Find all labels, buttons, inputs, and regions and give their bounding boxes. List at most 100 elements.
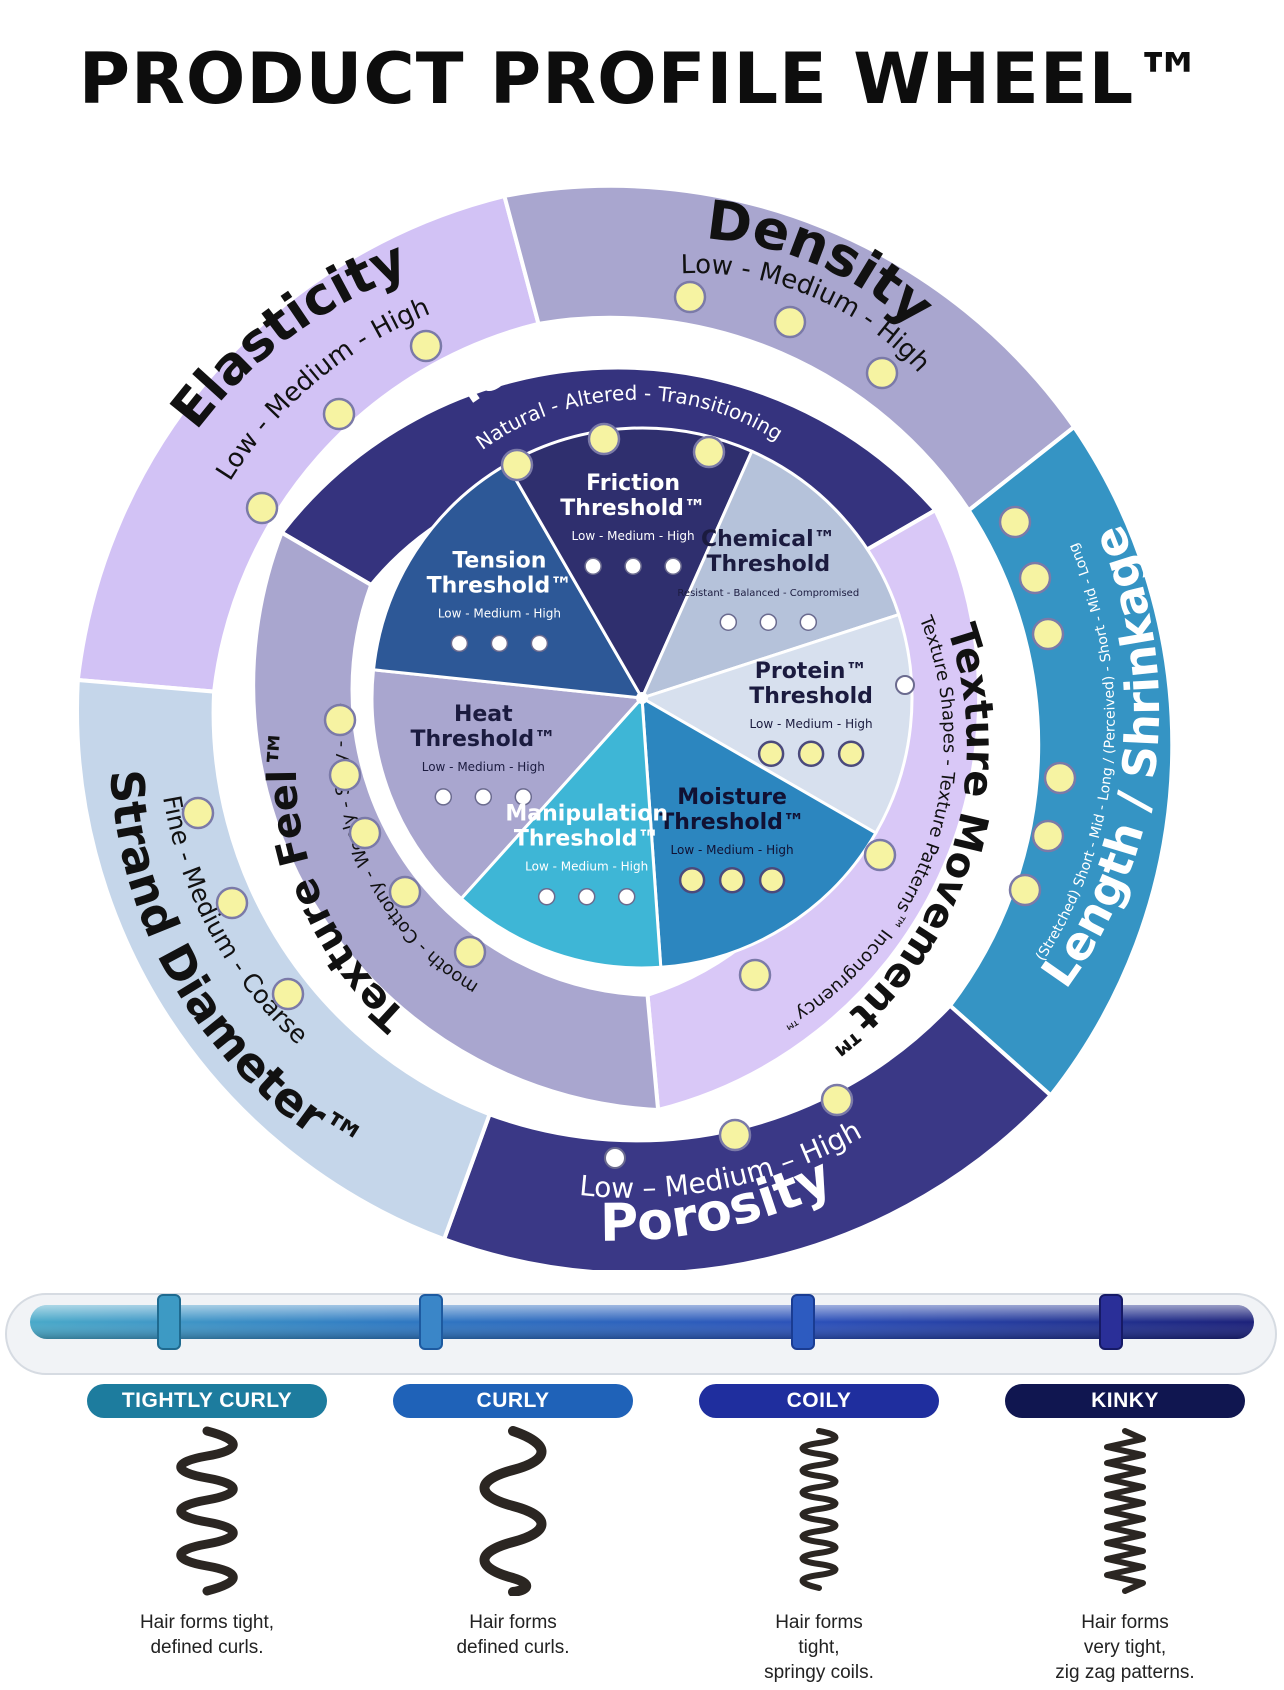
tightly-curly-coil-icon — [176, 1426, 238, 1596]
hair-type-kinky: KINKY Hair forms very tight, zig zag pat… — [995, 1384, 1255, 1685]
inner-slice-title: Chemical™ — [701, 527, 836, 552]
inner-slice-dot[interactable] — [490, 634, 509, 653]
dot-density-medium[interactable] — [773, 305, 807, 339]
inner-slice-title: Manipulation — [505, 802, 668, 827]
inner-slice-dot[interactable] — [514, 788, 533, 806]
dot-texture-movement-2[interactable] — [738, 958, 772, 992]
inner-slice-tension — [371, 462, 645, 700]
scale-bar-marker-3[interactable] — [791, 1294, 815, 1350]
hair-type-coily: COILY Hair forms tight, springy coils. — [689, 1384, 949, 1685]
dot-length-5[interactable] — [1031, 819, 1065, 853]
hair-type-description: Hair forms defined curls. — [456, 1612, 570, 1658]
inner-slice-dot[interactable] — [757, 740, 785, 768]
scale-bar-marker-1[interactable] — [157, 1294, 181, 1350]
dot-length-2[interactable] — [1018, 561, 1052, 595]
inner-slice-dot[interactable] — [797, 740, 825, 768]
inner-slice-dot[interactable] — [584, 557, 602, 575]
dot-density-high[interactable] — [865, 356, 899, 390]
dot-length-3[interactable] — [1031, 617, 1065, 651]
dot-length-6[interactable] — [1008, 873, 1042, 907]
inner-slice-dot[interactable] — [759, 613, 778, 631]
inner-slice-dot[interactable] — [577, 887, 596, 906]
dot-texture-movement-3[interactable] — [895, 675, 915, 695]
inner-slice-dot[interactable] — [434, 788, 453, 806]
dot-texture-feel-smooth[interactable] — [453, 935, 487, 969]
dot-elasticity-medium[interactable] — [322, 397, 356, 431]
dot-texture-state-natural[interactable] — [500, 448, 534, 482]
inner-slice-title: Friction — [586, 471, 680, 496]
inner-slice-title: Threshold — [749, 684, 873, 709]
dots-texture-movement — [738, 675, 915, 992]
dot-porosity-medium[interactable] — [718, 1118, 752, 1152]
hair-type-description: Hair forms tight, defined curls. — [139, 1612, 275, 1658]
dot-strand-coarse[interactable] — [271, 977, 305, 1011]
dot-texture-feel-wooly[interactable] — [348, 816, 382, 850]
inner-slice-dot[interactable] — [474, 788, 493, 806]
dots-density — [673, 280, 899, 390]
hair-type-label: CURLY — [393, 1384, 633, 1418]
inner-slice-dot[interactable] — [530, 634, 549, 653]
inner-slice-title: Threshold™ — [410, 727, 556, 752]
dot-elasticity-low[interactable] — [245, 491, 279, 525]
inner-slice-moisture — [640, 695, 878, 969]
dots-length-shrinkage — [998, 505, 1077, 907]
scale-bar-shine — [30, 1305, 1254, 1339]
inner-slice-scale: Low - Medium - High — [525, 860, 648, 874]
hair-type-description: Hair forms tight, springy coils. — [764, 1612, 874, 1683]
scale-bar-marker-4[interactable] — [1099, 1294, 1123, 1350]
inner-slice-dot[interactable] — [617, 887, 636, 906]
inner-slice-title: Protein™ — [755, 659, 868, 684]
coily-coil-icon — [799, 1428, 839, 1591]
segment-strand-diameter — [75, 677, 493, 1242]
inner-slice-dot[interactable] — [664, 557, 682, 575]
inner-slice-title: Heat — [454, 702, 513, 727]
inner-slice-scale: Low - Medium - High — [438, 606, 561, 620]
inner-slice-heat — [370, 668, 646, 901]
hair-type-label: COILY — [699, 1384, 939, 1418]
inner-slice-title: Threshold — [706, 552, 830, 577]
inner-slice-title: Threshold™ — [427, 573, 573, 598]
inner-slice-dot[interactable] — [837, 740, 865, 768]
dot-texture-movement-1[interactable] — [863, 838, 897, 872]
curly-coil-icon — [479, 1426, 547, 1596]
dot-porosity-low[interactable] — [604, 1147, 626, 1169]
dot-elasticity-high[interactable] — [409, 329, 443, 363]
inner-slice-dot[interactable] — [624, 557, 642, 575]
inner-slice-dot[interactable] — [799, 613, 818, 631]
dot-texture-feel-silky[interactable] — [328, 758, 362, 792]
inner-slice-dot[interactable] — [719, 613, 738, 631]
inner-slice-dot[interactable] — [678, 866, 706, 894]
inner-slice-title: Threshold™ — [560, 496, 706, 521]
dot-texture-feel-wiry[interactable] — [323, 703, 357, 737]
inner-slice-manipulation — [459, 694, 663, 970]
dot-texture-state-altered[interactable] — [587, 422, 621, 456]
inner-slice-chemical — [639, 449, 901, 701]
dot-length-1[interactable] — [998, 505, 1032, 539]
dot-length-4[interactable] — [1043, 761, 1077, 795]
inner-slice-dot[interactable] — [537, 887, 556, 906]
inner-slice-dot[interactable] — [718, 866, 746, 894]
inner-slice-dot[interactable] — [758, 866, 786, 894]
segment-texture-feel — [251, 529, 661, 1113]
dot-strand-medium[interactable] — [215, 886, 249, 920]
inner-slice-scale: Low - Medium - High — [422, 760, 545, 774]
dot-texture-state-transitioning[interactable] — [692, 435, 726, 469]
inner-slice-scale: Low - Medium - High — [750, 717, 873, 731]
inner-slice-scale: Resistant - Balanced - Compromised — [677, 588, 859, 599]
dots-elasticity — [245, 329, 443, 525]
hair-type-label: TIGHTLY CURLY — [87, 1384, 327, 1418]
hair-type-label: KINKY — [1005, 1384, 1245, 1418]
dot-density-low[interactable] — [673, 280, 707, 314]
dots-texture-feel — [323, 703, 487, 969]
inner-slice-title: Threshold™ — [659, 810, 805, 835]
dots-strand-diameter — [181, 796, 305, 1011]
dot-texture-feel-cottony[interactable] — [388, 875, 422, 909]
scale-bar-marker-2[interactable] — [419, 1294, 443, 1350]
inner-slice-scale: Low - Medium - High — [671, 843, 794, 857]
inner-slice-dot[interactable] — [450, 634, 469, 653]
dot-strand-fine[interactable] — [181, 796, 215, 830]
dot-porosity-high[interactable] — [820, 1083, 854, 1117]
hair-type-curly: CURLY Hair forms defined curls. — [383, 1384, 643, 1660]
